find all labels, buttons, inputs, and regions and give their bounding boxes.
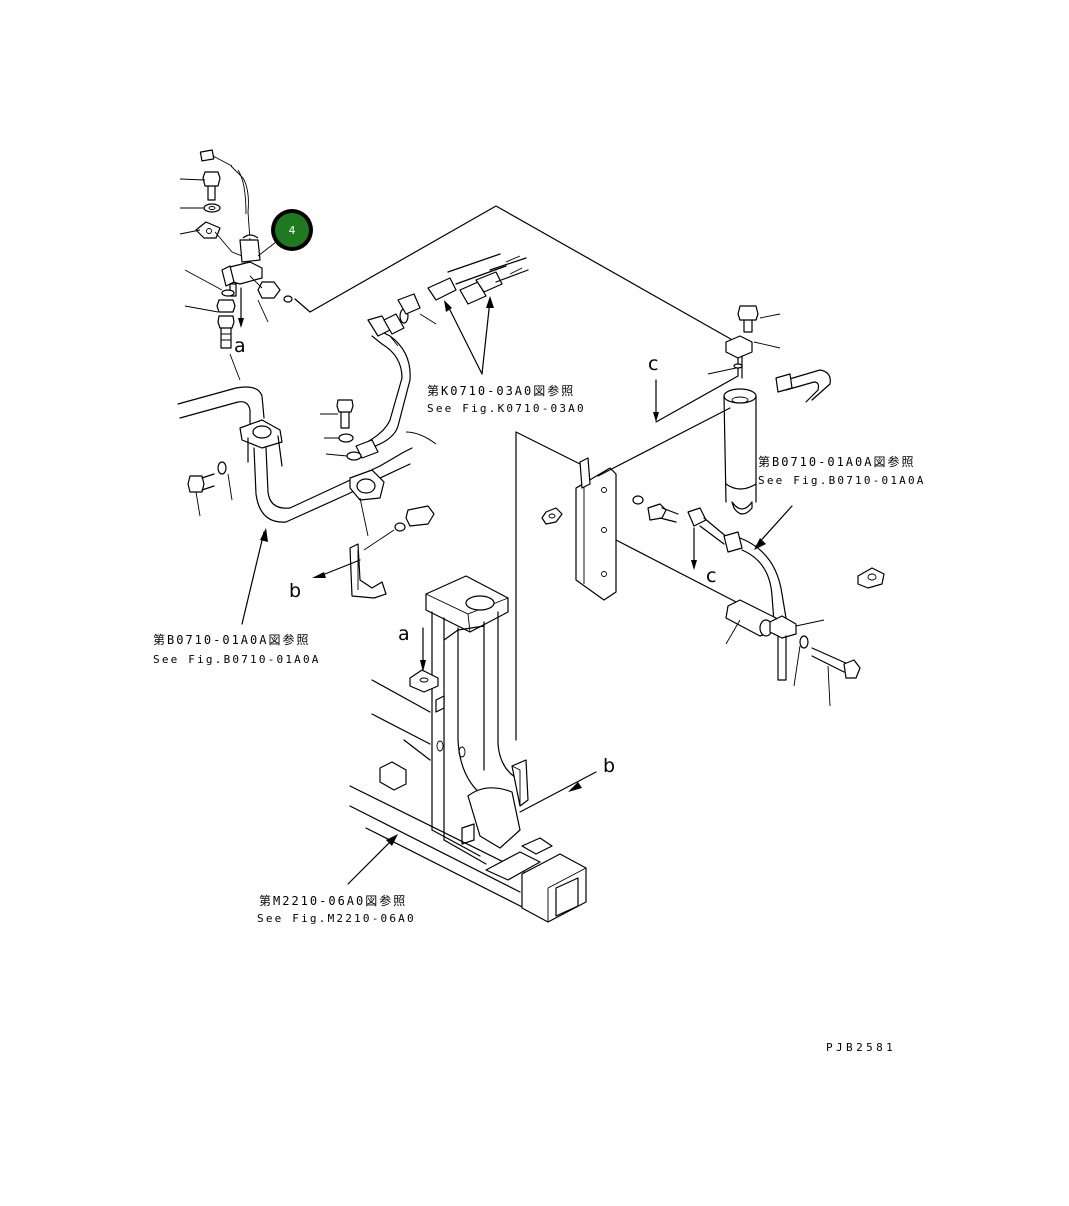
label-a-top: a	[234, 335, 246, 357]
right-pipe-assembly	[687, 505, 885, 707]
label-b-right: b	[603, 755, 615, 777]
ref-m2210-jp: 第M2210-06A0図参照	[259, 893, 407, 908]
ref-k0710-en: See Fig.K0710-03A0	[427, 402, 586, 415]
ref-arrow-left	[241, 528, 268, 625]
ref-b0710-right-jp: 第B0710-01A0A図参照	[758, 454, 915, 469]
arrow-c-top	[653, 375, 739, 423]
connection-line	[294, 205, 737, 343]
label-c-lower: c	[706, 565, 716, 587]
ref-b0710-left-en: See Fig.B0710-01A0A	[153, 653, 321, 666]
ref-m2210-en: See Fig.M2210-06A0	[257, 912, 416, 925]
bracket-plate	[541, 457, 741, 605]
arrow-b-right	[519, 771, 597, 813]
ref-b0710-right-en: See Fig.B0710-01A0A	[758, 474, 926, 487]
leader-lines-left	[179, 178, 269, 323]
item-callout-number: 4	[289, 224, 296, 237]
ref-k0710-jp: 第K0710-03A0図参照	[427, 383, 575, 398]
ref-b0710-left-jp: 第B0710-01A0A図参照	[153, 632, 310, 647]
label-a-lower: a	[398, 623, 410, 645]
receiver-dryer	[597, 305, 831, 515]
ref-arrow-m2210	[347, 834, 398, 885]
frame-bracket-line	[515, 431, 589, 741]
label-c-top: c	[648, 353, 658, 375]
hose-fittings	[383, 253, 529, 375]
frame-column	[349, 575, 587, 923]
switch-assembly	[195, 149, 293, 349]
item-callout[interactable]: 4	[257, 209, 313, 257]
label-b-left: b	[289, 580, 301, 602]
left-pipe-assembly	[177, 315, 437, 599]
drawing-code: PJB2581	[826, 1041, 896, 1054]
